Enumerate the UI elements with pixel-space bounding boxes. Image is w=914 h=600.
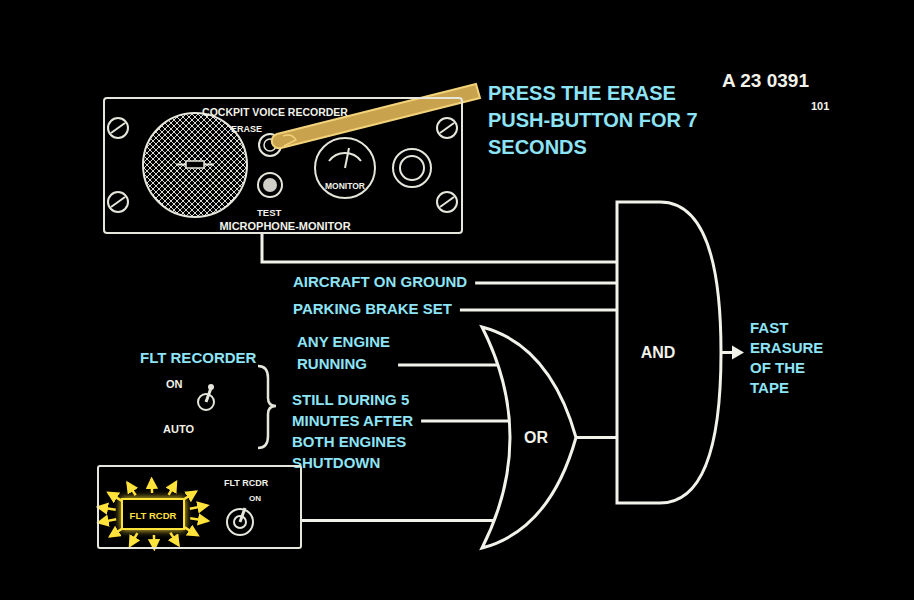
screw — [108, 192, 128, 212]
input-label: AIRCRAFT ON GROUND — [293, 273, 467, 291]
input-label-box: STILL DURING 5 MINUTES AFTER BOTH ENGINE… — [292, 389, 457, 473]
heading-text: PRESS THE ERASE PUSH-BUTTON FOR 7 SECOND… — [488, 80, 718, 161]
gauge-scale — [329, 153, 361, 161]
toggle-base — [227, 509, 253, 535]
flt-rcdr-light: FLT RCDR — [121, 498, 186, 530]
output-label: FAST ERASURE OF THE TAPE — [750, 318, 845, 398]
screw — [437, 118, 457, 138]
input-label: ANY ENGINE RUNNING — [297, 331, 409, 375]
light-ray — [99, 519, 116, 522]
node-text-box: AND — [615, 200, 723, 505]
test-button-inner — [263, 178, 277, 192]
grille-bar — [204, 164, 214, 166]
node-text: ERASE — [231, 124, 262, 135]
output-label-box: FAST ERASURE OF THE TAPE — [750, 318, 845, 398]
sheet-number: 101 — [811, 100, 829, 113]
light-ray — [98, 507, 116, 510]
screw — [437, 192, 457, 212]
screw-slot — [440, 123, 454, 133]
switch-label-box: FLT RECORDER — [140, 349, 256, 367]
node-text-box: OR — [480, 325, 578, 550]
node-text: OR — [524, 428, 548, 447]
switch-position-box: ON — [166, 374, 183, 392]
and-gate: AND — [615, 200, 723, 505]
sheet-number-box: 101 — [811, 96, 829, 114]
input-label: STILL DURING 5 MINUTES AFTER BOTH ENGINE… — [292, 389, 457, 473]
flt-rcdr-panel: FLT RCDR ON FLT RCDR — [97, 465, 302, 549]
node-text: MICROPHONE-MONITOR — [219, 220, 350, 233]
gate-shape — [482, 327, 576, 548]
input-line — [398, 364, 499, 367]
drawing-number: A 23 0391 — [722, 70, 809, 93]
monitor-knob — [393, 149, 431, 187]
node-text-box: COCKPIT VOICE RECORDER — [195, 102, 355, 120]
connector — [576, 436, 617, 439]
monitor-gauge: MONITOR — [314, 137, 376, 199]
output-arrow-head — [732, 346, 744, 360]
node-text: ON — [249, 494, 261, 504]
node-text-box: ON — [249, 487, 261, 505]
light-ray — [190, 505, 207, 508]
drawing-number-box: A 23 0391 — [722, 70, 809, 93]
input-label-box: AIRCRAFT ON GROUND — [293, 273, 467, 291]
grille-bar — [176, 164, 186, 166]
input-line — [421, 420, 510, 423]
node-text: COCKPIT VOICE RECORDER — [202, 106, 348, 119]
input-line — [460, 309, 617, 312]
or-gate: OR — [480, 325, 578, 550]
input-label-box: PARKING BRAKE SET — [293, 300, 452, 318]
monitor-knob-inner — [400, 156, 424, 180]
input-label: PARKING BRAKE SET — [293, 300, 452, 318]
light-ray — [127, 483, 135, 495]
switch-position: AUTO — [163, 423, 194, 436]
light-ray — [153, 535, 156, 549]
node-text-box: MONITOR — [316, 175, 374, 193]
brace — [258, 366, 276, 448]
screw-slot — [440, 197, 454, 207]
light-ray — [183, 527, 197, 535]
switch-position: ON — [166, 378, 183, 391]
cvr-panel: COCKPIT VOICE RECORDER ERASE TEST MICROPHON… — [103, 97, 463, 234]
node-text: FLT RCDR — [130, 510, 177, 521]
input-line — [475, 282, 617, 285]
heading-text-box: PRESS THE ERASE PUSH-BUTTON FOR 7 SECOND… — [488, 80, 718, 161]
gauge-needle — [345, 148, 349, 168]
light-ray — [190, 518, 208, 521]
screw-slot — [111, 123, 125, 133]
node-text: TEST — [257, 207, 281, 218]
node-text-box: ERASE — [231, 118, 262, 136]
switch-label: FLT RECORDER — [140, 349, 256, 367]
node-text: FLT RCDR — [224, 478, 268, 489]
light-ray — [170, 533, 178, 545]
test-button — [258, 173, 282, 197]
screw-slot — [111, 197, 125, 207]
connector — [262, 234, 617, 262]
connector — [302, 519, 495, 522]
toggle-tip — [208, 384, 214, 390]
gate-shape — [617, 202, 721, 503]
grille-slot — [186, 161, 204, 168]
light-ray — [169, 482, 176, 495]
node-text-box: FLT RCDR — [224, 472, 268, 490]
light-ray — [150, 479, 153, 493]
input-label-box: ANY ENGINE RUNNING — [297, 331, 409, 375]
toggle-lever — [240, 508, 245, 522]
node-text-box: FLT RCDR — [130, 505, 177, 523]
finger-nail — [283, 135, 296, 146]
light-rays — [98, 479, 208, 549]
light-ray — [130, 533, 137, 546]
switch-position-box: AUTO — [163, 419, 194, 437]
node-text: MONITOR — [325, 181, 365, 191]
node-text: AND — [641, 343, 676, 362]
node-text-box: TEST — [257, 202, 281, 220]
node-text-box: MICROPHONE-MONITOR — [165, 216, 405, 234]
screw — [108, 118, 128, 138]
toggle-lever — [206, 388, 211, 402]
